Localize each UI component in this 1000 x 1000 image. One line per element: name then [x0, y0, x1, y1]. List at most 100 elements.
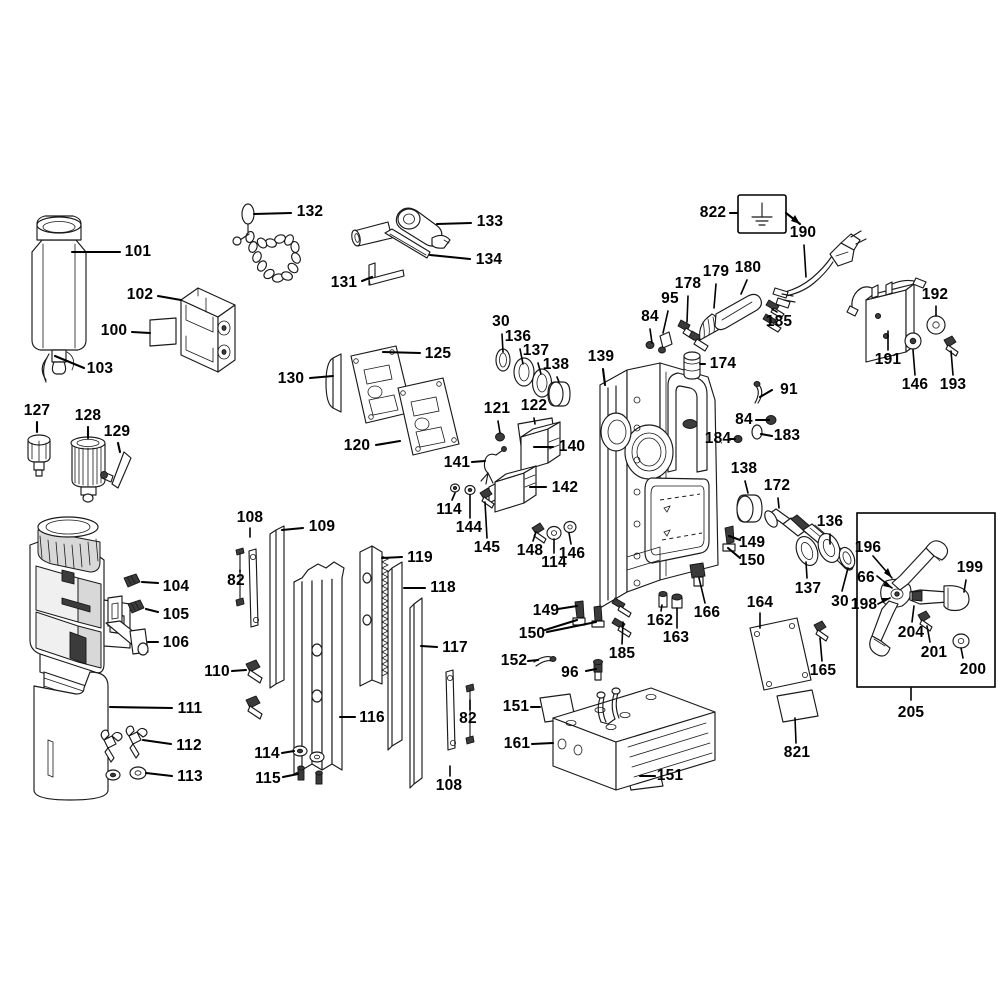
callout-label-201: 201 [921, 644, 948, 661]
part-cover-plate-120 [397, 377, 460, 456]
callout-label-117: 117 [442, 639, 468, 656]
callout-label-142: 142 [552, 479, 578, 496]
callout-label-114: 114 [436, 501, 462, 518]
part-grommet-174 [683, 351, 701, 380]
part-rivet-pin-82b [465, 683, 475, 745]
part-capacitor-140 [520, 421, 561, 472]
callout-label-105: 105 [163, 606, 190, 623]
part-lever-pin-129 [100, 451, 132, 489]
callout-label-141: 141 [444, 454, 471, 471]
callout-label-66: 66 [857, 569, 875, 586]
part-seal-set-2 [795, 533, 856, 570]
part-terminal-connector-185b [611, 597, 632, 638]
part-brush-cap-104 [123, 573, 141, 588]
callout-label-162: 162 [647, 612, 673, 629]
callout-label-91: 91 [780, 381, 798, 398]
part-bottle-bracket-102 [180, 287, 236, 373]
part-bushing-138b [736, 494, 763, 523]
callout-label-133: 133 [477, 213, 504, 230]
callout-label-148: 148 [517, 542, 544, 559]
callout-label-174: 174 [710, 355, 737, 372]
callout-label-192: 192 [922, 286, 948, 303]
part-rail-strip-108a [248, 548, 259, 628]
part-rail-strip-108b [445, 669, 456, 751]
part-lever-handle-106 [105, 620, 149, 656]
part-valve-cap-127 [27, 434, 51, 477]
part-fasteners-114-144-145 [449, 483, 495, 509]
part-slide-plate-118 [387, 561, 403, 751]
callout-label-102: 102 [127, 286, 153, 303]
callout-label-100: 100 [101, 322, 127, 339]
callout-label-95: 95 [661, 290, 679, 307]
part-hose-103 [43, 353, 50, 383]
part-switch-box-191 [846, 277, 927, 363]
callout-label-821: 821 [784, 744, 811, 761]
callout-label-150: 150 [739, 552, 765, 569]
callout-label-185: 185 [766, 313, 793, 330]
callout-label-204: 204 [898, 624, 925, 641]
part-screw-165 [813, 620, 829, 642]
callout-label-104: 104 [163, 578, 190, 595]
part-gib-plate-117 [409, 597, 423, 789]
part-wire-harness-141 [480, 446, 507, 485]
callout-label-108: 108 [237, 509, 264, 526]
callout-label-96: 96 [561, 664, 579, 681]
part-washer-113 [105, 766, 147, 781]
callout-label-30b: 30 [831, 593, 849, 610]
callout-label-82b: 82 [459, 710, 477, 727]
callout-label-164: 164 [747, 594, 774, 611]
callout-label-131: 131 [331, 274, 358, 291]
part-motor-assembly [29, 516, 131, 715]
callout-label-199: 199 [957, 559, 984, 576]
callout-label-138: 138 [543, 356, 570, 373]
callout-label-130: 130 [278, 370, 304, 387]
part-cotter-pin-91 [753, 380, 763, 404]
callout-label-112: 112 [176, 737, 202, 754]
callout-label-146: 146 [902, 376, 929, 393]
part-power-cord-190 [772, 230, 867, 309]
callout-label-151: 151 [503, 698, 530, 715]
callout-label-139: 139 [588, 348, 615, 365]
part-safety-chain-132 [232, 203, 301, 283]
callout-label-149b: 149 [533, 602, 560, 619]
callout-label-150b: 150 [519, 625, 545, 642]
callout-label-185b: 185 [609, 645, 636, 662]
part-cover-plate-125 [350, 345, 413, 424]
callout-label-138b: 138 [731, 460, 758, 477]
callout-label-165: 165 [810, 662, 837, 679]
callout-label-129: 129 [104, 423, 131, 440]
callout-label-84: 84 [641, 308, 659, 325]
callout-label-183: 183 [774, 427, 801, 444]
callout-label-103: 103 [87, 360, 114, 377]
callout-label-128: 128 [75, 407, 102, 424]
callout-label-163: 163 [663, 629, 690, 646]
callout-label-136b: 136 [817, 513, 844, 530]
callout-label-114b: 114 [541, 554, 567, 571]
callout-label-196: 196 [855, 539, 882, 556]
part-rack-gear-119 [359, 545, 389, 687]
callout-label-132: 132 [297, 203, 323, 220]
part-label-plate-100 [149, 317, 177, 347]
callout-label-193: 193 [940, 376, 967, 393]
part-base-magnet-161 [552, 687, 716, 791]
callout-label-136: 136 [505, 328, 532, 345]
part-handle-assembly [869, 540, 970, 657]
part-coolant-bottle-101 [31, 215, 87, 381]
callout-label-137b: 137 [795, 580, 821, 597]
callout-label-113: 113 [177, 768, 203, 785]
part-filter-knob-128 [70, 436, 106, 503]
callout-label-101: 101 [125, 243, 152, 260]
leader-lines [35, 211, 967, 779]
arrowhead-822 [791, 215, 800, 224]
callout-label-84b: 84 [735, 411, 753, 428]
part-seal-set [495, 348, 571, 407]
callout-label-152: 152 [501, 652, 527, 669]
callout-label-144: 144 [456, 519, 483, 536]
callout-label-30: 30 [492, 313, 510, 330]
part-ball-detent-121 [495, 432, 505, 442]
part-t-handle-tool-134 [351, 221, 431, 259]
callout-label-151b: 151 [657, 767, 684, 784]
part-washers-192-146-193 [904, 315, 959, 357]
